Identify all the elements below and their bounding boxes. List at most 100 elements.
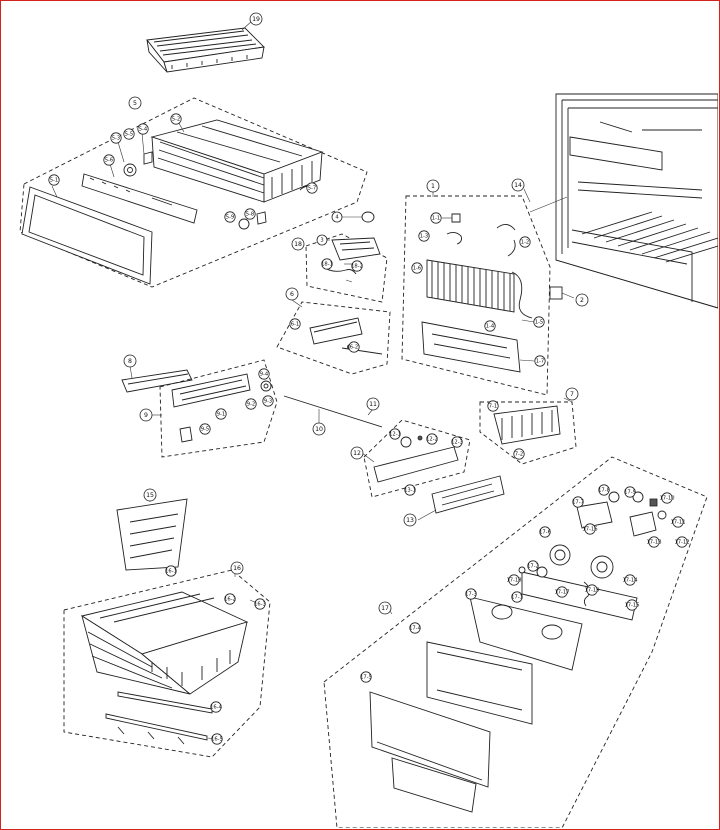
- callout-label: 6: [290, 291, 294, 298]
- callout-s7b: 7-2: [513, 448, 525, 460]
- callout-label: 16-4: [210, 704, 222, 710]
- callout-circle: [389, 428, 401, 440]
- callout-c15: 15: [143, 488, 157, 502]
- callout-label: 12-3: [451, 439, 463, 445]
- callout-s5i: 5-9: [224, 211, 236, 223]
- callout-circle: [230, 561, 244, 575]
- callout-s9c: 9-3: [262, 395, 274, 407]
- callout-label: 3: [320, 237, 323, 243]
- callout-s9d: 9-4: [258, 368, 270, 380]
- callout-circle: [137, 123, 149, 135]
- callout-circle: [224, 211, 236, 223]
- callout-s5e: 5-5: [123, 128, 135, 140]
- callout-label: 1-5: [535, 319, 543, 325]
- callout-circle: [123, 354, 137, 368]
- callout-label: 17-7: [572, 499, 584, 505]
- callout-label: 5-4: [139, 126, 148, 132]
- callout-circle: [661, 492, 673, 504]
- callout-s17q: 17-17: [554, 586, 570, 598]
- callout-c6: 6: [285, 287, 299, 301]
- callout-circle: [170, 113, 182, 125]
- callout-s16d: 16-4: [210, 701, 223, 713]
- callout-circle: [249, 12, 263, 26]
- callout-c5: 5: [128, 96, 142, 110]
- callout-circle: [648, 536, 660, 548]
- callout-label: 17-13: [646, 539, 661, 545]
- callout-circle: [676, 536, 688, 548]
- callout-s1b: 1-2: [519, 236, 531, 248]
- callout-c17: 17: [378, 601, 392, 615]
- callout-circle: [418, 230, 430, 242]
- callout-circle: [511, 178, 525, 192]
- part-15-divider: [116, 498, 188, 571]
- callout-circle: [128, 96, 142, 110]
- callout-s17g: 17-7: [572, 496, 584, 508]
- callout-circle: [245, 398, 257, 410]
- callout-label: 1: [431, 183, 435, 190]
- callout-circle: [527, 560, 539, 572]
- callout-s7a: 7-1: [487, 400, 499, 412]
- callout-c9: 9: [139, 408, 153, 422]
- callout-label: 17-18: [506, 577, 521, 583]
- callout-label: 17-6: [539, 529, 551, 535]
- callout-label: 2: [580, 297, 584, 304]
- callout-circle: [533, 316, 545, 328]
- callout-label: 1-6: [413, 265, 421, 271]
- callout-label: 16-5: [211, 736, 223, 742]
- callout-circle: [508, 574, 520, 586]
- callout-s16c: 16-3: [254, 598, 266, 610]
- callout-circle: [404, 484, 416, 496]
- callout-circle: [351, 260, 363, 272]
- callout-label: 6-2: [350, 344, 358, 350]
- callout-circle: [306, 182, 318, 194]
- callout-circle: [513, 448, 525, 460]
- callout-label: 16-3: [254, 601, 266, 607]
- callout-circle: [165, 565, 177, 577]
- callout-label: 17-14: [622, 577, 638, 583]
- callout-circle: [291, 237, 305, 251]
- part-8-rail: [121, 365, 193, 393]
- callout-circle: [624, 574, 636, 586]
- callout-s5d: 5-4: [137, 123, 149, 135]
- callout-label: 1-7: [536, 358, 544, 364]
- part-16-basket-assembly: [63, 569, 271, 758]
- callout-circle: [539, 526, 551, 538]
- callout-c1: 1: [426, 179, 440, 193]
- callout-circle: [321, 258, 333, 270]
- callout-label: 13-1: [404, 487, 416, 493]
- callout-label: 12: [353, 450, 361, 457]
- part-13-panel: [417, 475, 505, 521]
- callout-circle: [103, 154, 115, 166]
- callout-label: 7: [570, 391, 574, 398]
- callout-circle: [565, 387, 579, 401]
- callout-s17r: 17-18: [506, 574, 522, 586]
- part-18-fan-assembly: [305, 233, 388, 303]
- callout-label: 8: [128, 358, 132, 365]
- callout-label: 17-17: [554, 589, 569, 595]
- callout-circle: [48, 174, 60, 186]
- callout-label: 4: [335, 214, 339, 220]
- callout-s5g: 5-7: [306, 182, 318, 194]
- callout-s5h: 5-8: [244, 208, 256, 220]
- callout-circle: [289, 318, 301, 330]
- callout-c16: 16: [230, 561, 244, 575]
- callout-s17j: 17-10: [659, 492, 675, 504]
- callout-circle: [575, 293, 589, 307]
- callout-c19: 19: [249, 12, 263, 26]
- callout-circle: [316, 234, 328, 246]
- callout-s16e: 16-5: [211, 733, 223, 745]
- callout-label: 13: [406, 517, 414, 524]
- callout-s12a: 12-1: [389, 428, 401, 440]
- callout-circle: [426, 179, 440, 193]
- callout-circle: [224, 593, 236, 605]
- callout-s18a: 18-1: [321, 258, 333, 270]
- callout-label: 18-1: [321, 261, 333, 267]
- callout-label: 16-2: [224, 596, 236, 602]
- callout-c13: 13: [403, 513, 417, 527]
- callout-label: 16: [233, 565, 241, 572]
- callout-label: 17-2: [527, 563, 539, 569]
- callout-s16b: 16-2: [224, 593, 236, 605]
- callout-circle: [409, 622, 421, 634]
- callout-label: 17-3: [465, 591, 477, 597]
